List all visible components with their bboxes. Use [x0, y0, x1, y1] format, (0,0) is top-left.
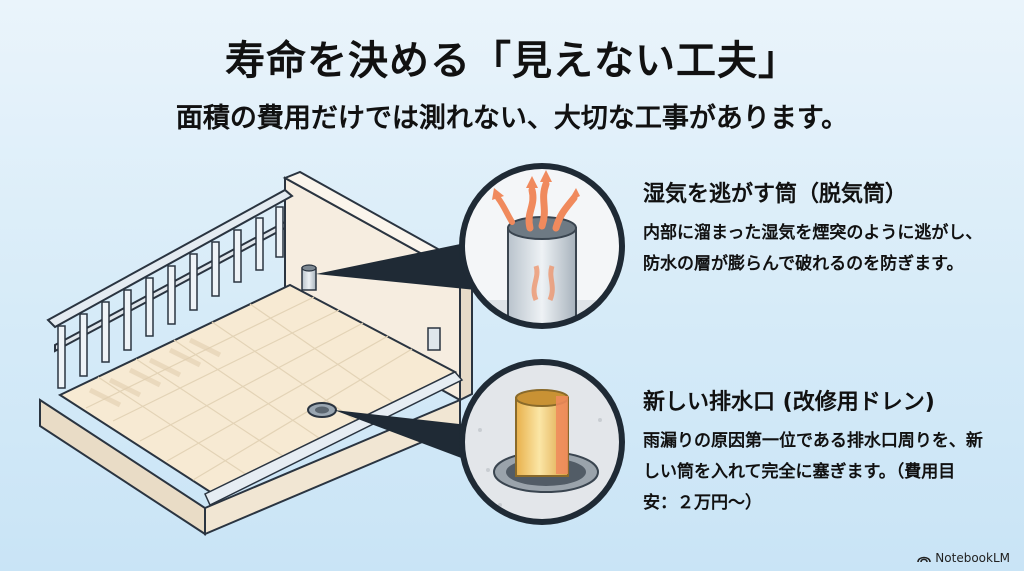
- callout-vent-pipe: 湿気を逃がす筒（脱気筒） 内部に溜まった湿気を煙突のように逃がし、防水の層が膨ら…: [643, 176, 1013, 280]
- drain-pipe-icon: [459, 359, 625, 525]
- vent-pipe-icon: [459, 163, 625, 329]
- page-title: 寿命を決める「見えない工夫」: [225, 38, 799, 84]
- callout-drain: 新しい排水口 (改修用ドレン) 雨漏りの原因第一位である排水口周りを、新しい筒を…: [643, 384, 1013, 519]
- callout-vent-pipe-title: 湿気を逃がす筒（脱気筒）: [643, 182, 908, 207]
- notebooklm-logo-icon: [917, 556, 932, 563]
- railing: [46, 188, 294, 389]
- brand-name: NotebookLM: [935, 551, 1010, 565]
- floor-vent-top: [301, 264, 317, 272]
- floor-tile-grid: [85, 296, 413, 481]
- gutter: [204, 371, 464, 507]
- brand-watermark: NotebookLM: [917, 551, 1010, 565]
- wall-drain: [427, 327, 441, 351]
- page-subtitle: 面積の費用だけでは測れない、大切な工事があります。: [175, 103, 849, 134]
- callout-drain-text: 雨漏りの原因第一位である排水口周りを、新しい筒を入れて完全に塞ぎます。（費用目安…: [643, 431, 983, 513]
- callout-vent-pipe-text: 内部に溜まった湿気を煙突のように逃がし、防水の層が膨らんで破れるのを防ぎます。: [643, 223, 983, 274]
- callout-drain-title: 新しい排水口 (改修用ドレン): [643, 390, 935, 415]
- pointer-top: [316, 242, 476, 290]
- floor-drain-hole: [315, 406, 329, 414]
- pointer-bottom: [334, 410, 472, 462]
- railing-shadow: [88, 337, 222, 408]
